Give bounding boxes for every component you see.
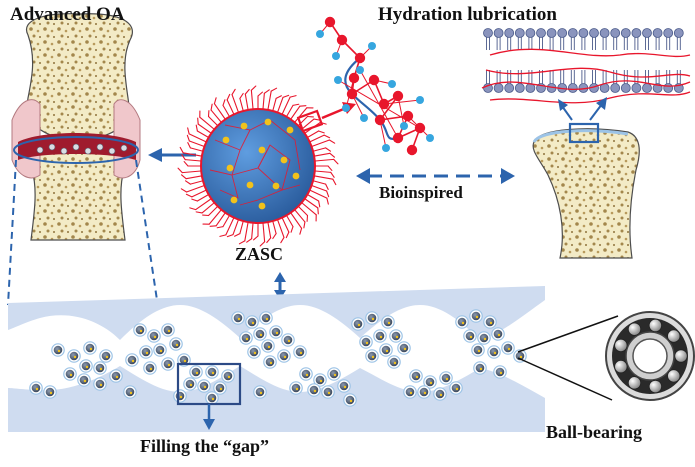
dot — [223, 137, 230, 144]
dot — [265, 119, 272, 126]
polymer-chain-icon — [316, 17, 434, 155]
zasc-label: ZASC — [235, 244, 283, 265]
nanoparticle-icon — [201, 109, 315, 223]
filling-gap-label: Filling the “gap” — [140, 436, 269, 457]
lipid-bilayer-icon — [482, 29, 690, 103]
arrow-to-polymer — [322, 102, 356, 118]
bone-icon — [533, 124, 639, 258]
dot — [281, 157, 288, 164]
advanced-oa-label: Advanced OA — [10, 4, 125, 26]
dot — [287, 127, 294, 134]
ball-bearing-label: Ball-bearing — [546, 422, 642, 443]
hydration-lubrication-label: Hydration lubrication — [378, 4, 557, 26]
dot — [293, 173, 300, 180]
dot — [259, 147, 266, 154]
joint-icon — [12, 14, 140, 240]
bioinspired-label: Bioinspired — [379, 183, 463, 203]
dot — [247, 182, 254, 189]
dot — [227, 165, 234, 172]
gap-schematic — [8, 286, 545, 432]
bioinspired-arrow — [356, 168, 515, 184]
dot — [259, 203, 266, 210]
dot — [241, 123, 248, 130]
ball-bearing-icon — [518, 312, 694, 400]
dot — [231, 197, 238, 204]
dot — [273, 183, 280, 190]
